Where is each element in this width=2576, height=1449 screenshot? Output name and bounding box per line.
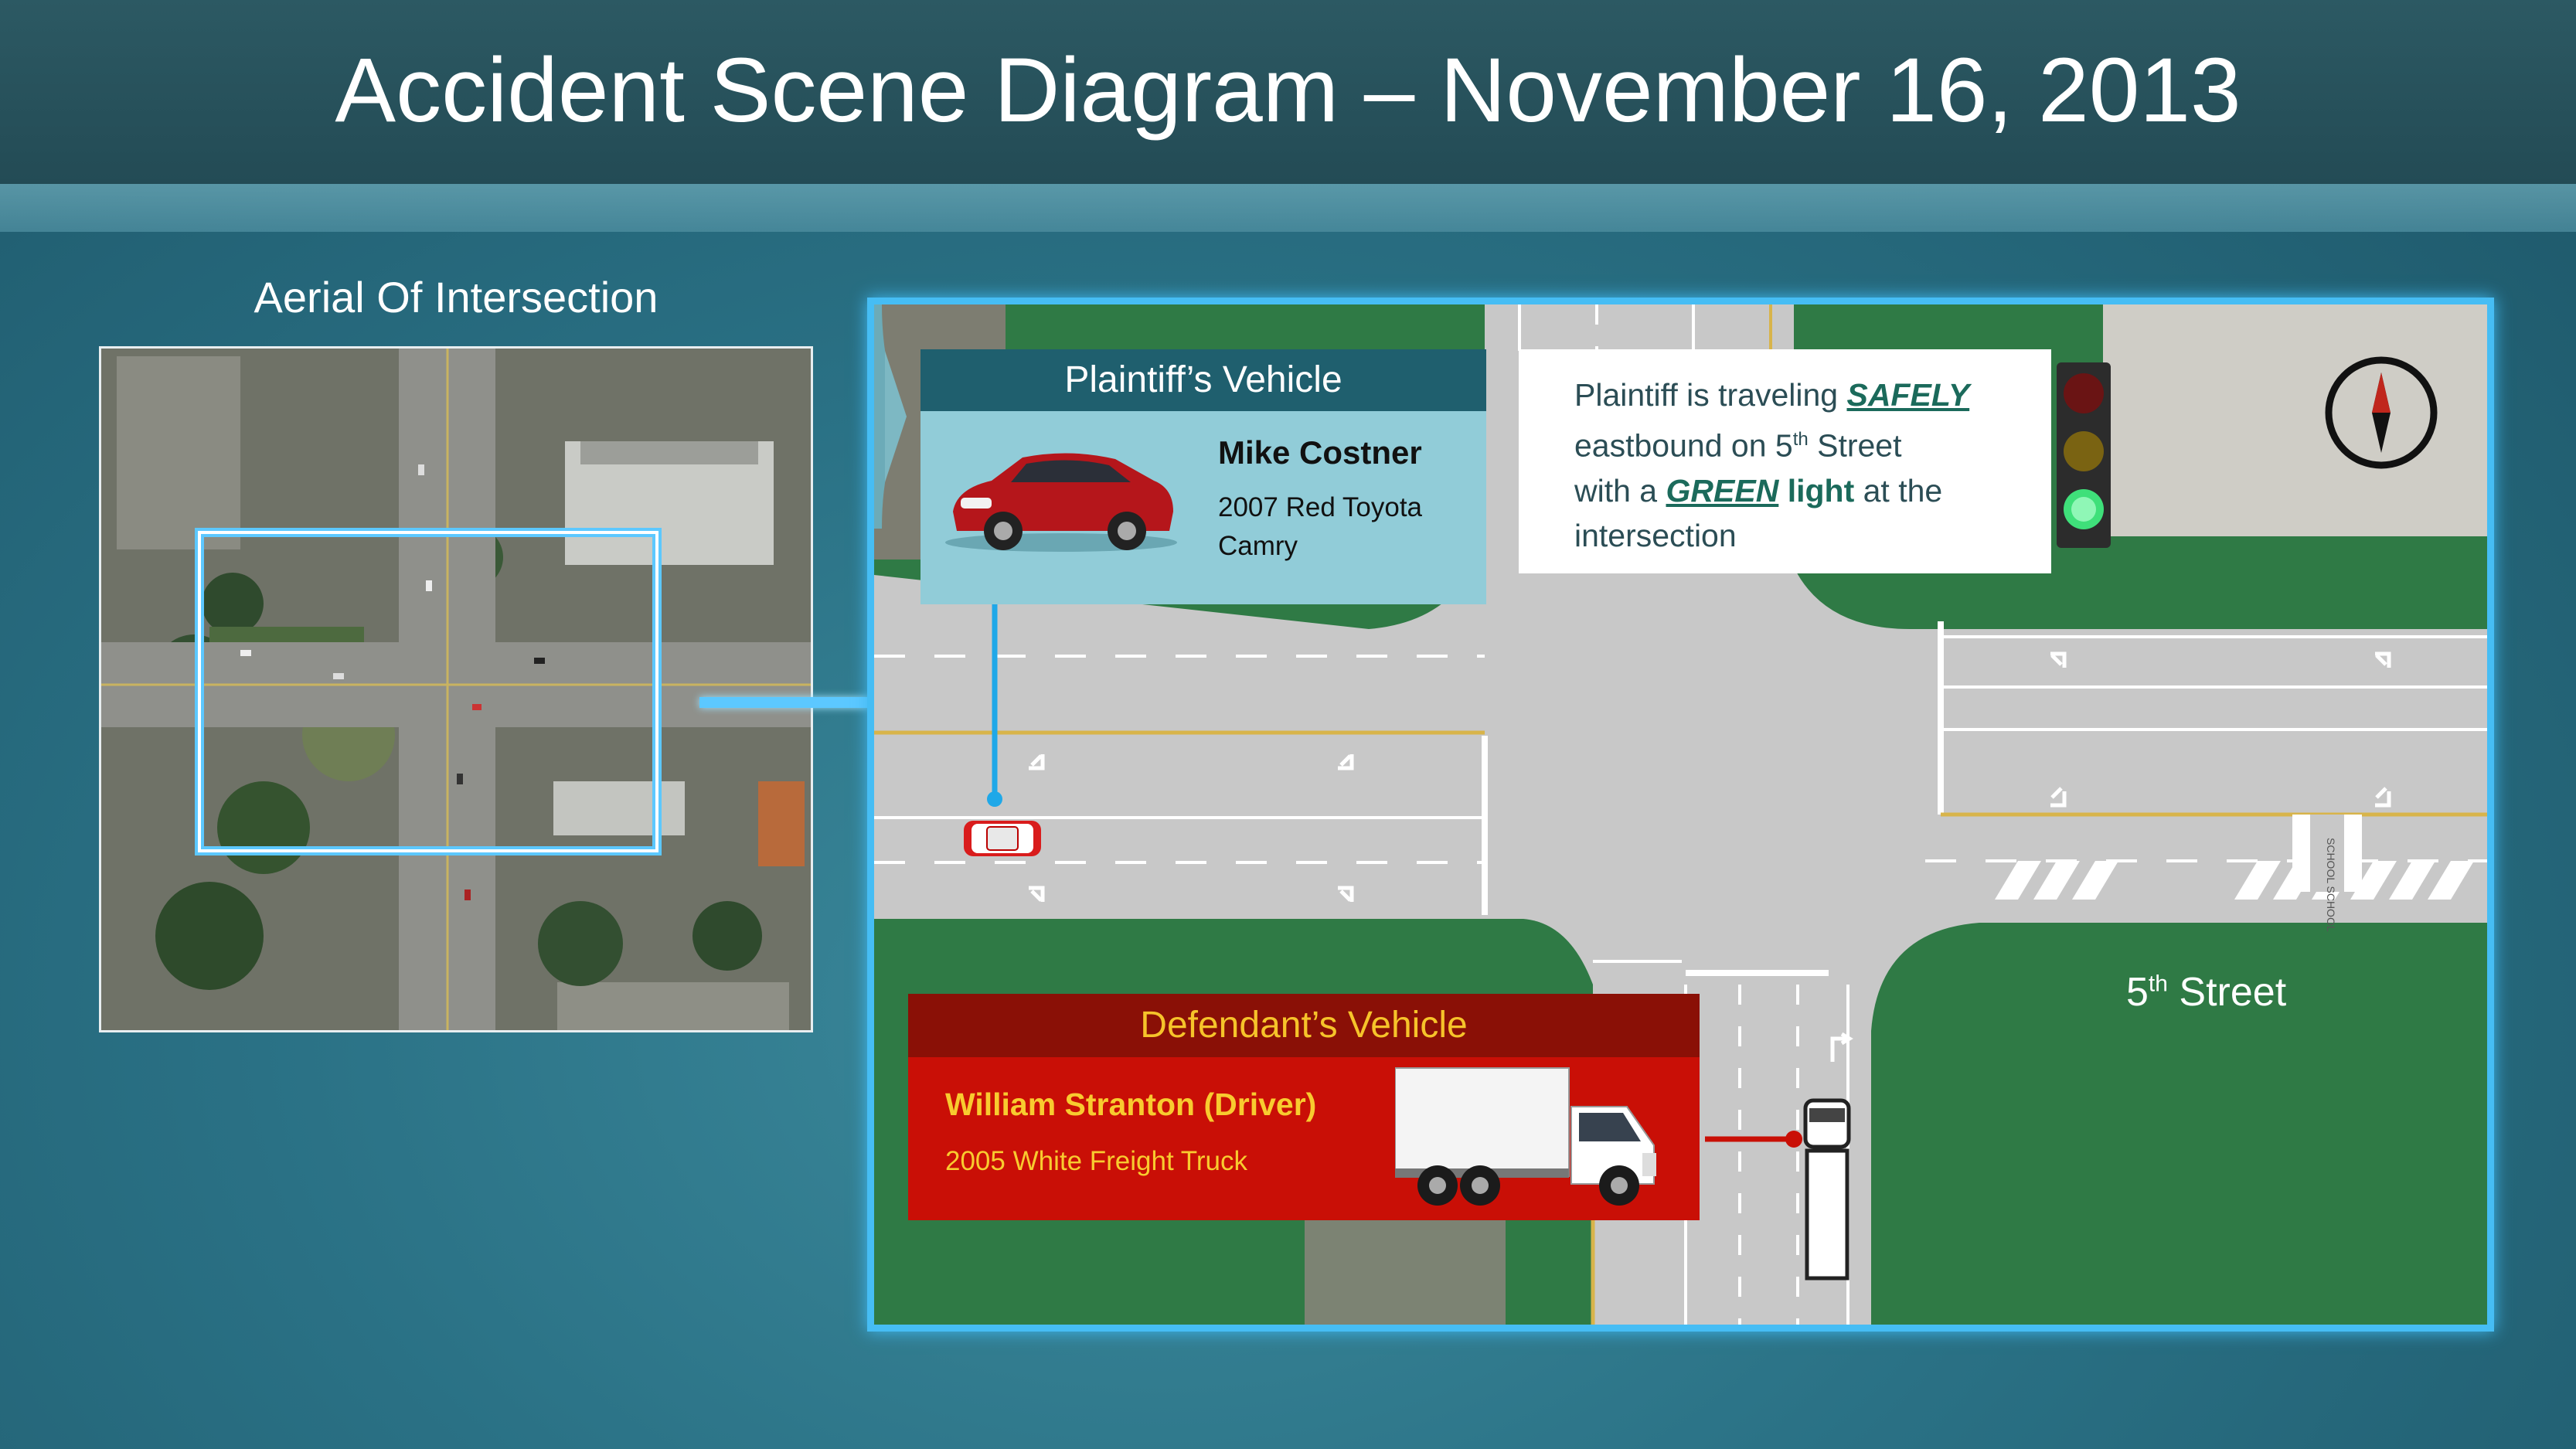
red-sedan-icon [945,453,1177,552]
defendant-vehicle: 2005 White Freight Truck [945,1146,1247,1176]
lane-arrows-west [1029,754,1354,902]
street-label: 5th Street [2126,969,2286,1015]
defendant-heading: Defendant’s Vehicle [908,994,1700,1057]
callout-pointer [874,304,907,529]
intersection-diagram: SCHOOL SCHOOL [867,298,2494,1332]
plaintiff-name: Mike Costner [1218,434,1422,471]
defendant-truck-icon [1803,1098,1851,1281]
callout-sup: th [1792,429,1809,450]
school-marking: SCHOOL SCHOOL [2325,838,2337,932]
callout-green: GREEN [1666,472,1779,509]
callout-text-4: with a [1574,472,1666,509]
lot-south [1305,1220,1506,1325]
page-title: Accident Scene Diagram – November 16, 20… [335,39,2241,141]
plaintiff-vehicle: 2007 Red Toyota Camry [1218,492,1423,561]
street-sup: th [2148,971,2168,997]
defendant-card: Defendant’s Vehicle William Stranton (Dr… [908,994,1700,1220]
white-truck-icon [1395,1067,1656,1206]
callout-text-5: at the [1854,472,1943,509]
lane-arrow-south [1830,1032,1853,1062]
plaintiff-card: Plaintiff’s Vehicle Mike Costner 2007 Re… [920,349,1486,604]
aerial-image [99,346,813,1032]
title-bar: Accident Scene Diagram – November 16, 20… [0,0,2576,184]
lane-arrows-east [2050,651,2391,808]
building-northeast [2103,304,2487,536]
street-number: 5 [2126,970,2149,1015]
defendant-name: William Stranton (Driver) [945,1087,1317,1122]
compass-icon [2325,356,2438,469]
callout-text-3: Street [1808,427,1902,464]
callout-text-2: eastbound on 5 [1574,427,1793,464]
aerial-label: Aerial Of Intersection [254,273,658,321]
plaintiff-car-icon [964,821,1041,856]
defendant-body: William Stranton (Driver) 2005 White Fre… [908,1057,1700,1220]
callout-text-6: intersection [1574,517,1737,553]
callout-safely: SAFELY [1846,377,1970,413]
plaintiff-heading: Plaintiff’s Vehicle [920,349,1486,411]
plaintiff-callout: Plaintiff is traveling SAFELY eastbound … [1519,349,2051,573]
crosswalk-east [1995,861,2474,900]
title-band [0,184,2576,232]
callout-text-1: Plaintiff is traveling [1574,377,1847,413]
traffic-light-icon [2057,362,2111,548]
aerial-connector-line [699,697,869,708]
street-suffix: Street [2167,970,2287,1015]
aerial-photo-icon [101,349,811,1030]
callout-light: light [1778,472,1855,509]
grass-southeast [1871,923,2487,1325]
plaintiff-body: Mike Costner 2007 Red Toyota Camry [920,411,1486,604]
